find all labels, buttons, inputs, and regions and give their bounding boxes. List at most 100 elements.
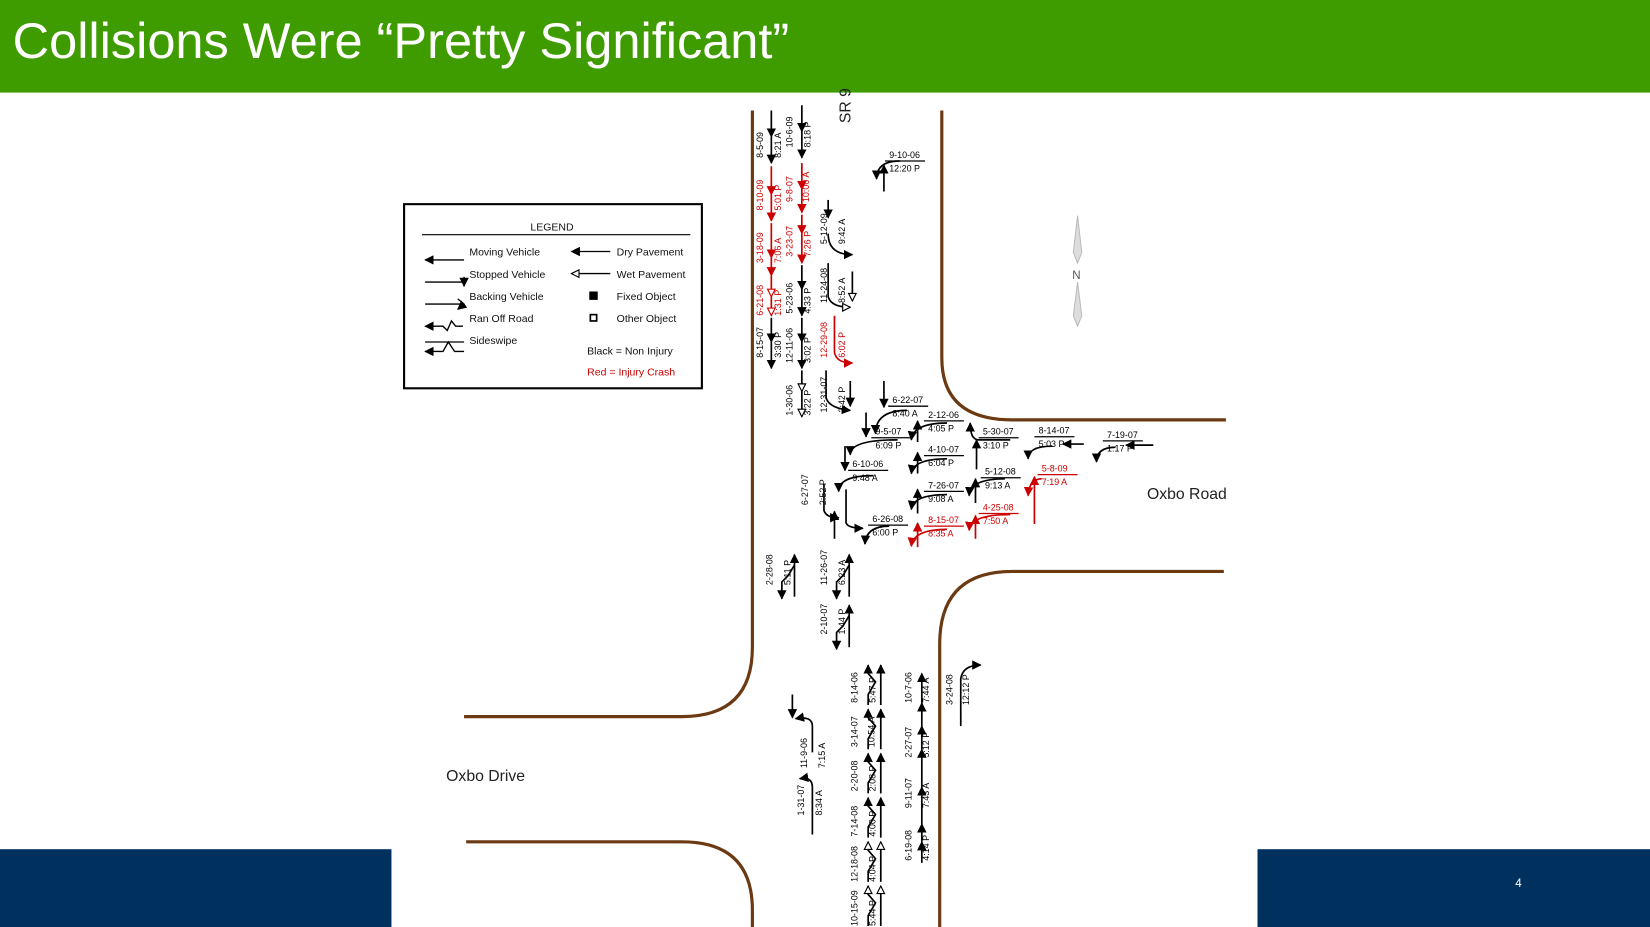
crash-time: 8:34 A	[814, 790, 824, 815]
slide-title: Collisions Were “Pretty Significant”	[12, 13, 790, 70]
roads	[464, 110, 1226, 927]
crash-date: 5-23-06	[784, 283, 794, 314]
crash-time: 6:04 P	[928, 458, 954, 468]
crash-arrow	[965, 422, 1011, 441]
oxbo-road-south-edge	[938, 569, 1224, 927]
crash-time: 7:15 A	[817, 743, 827, 768]
crash-date: 2-27-07	[903, 727, 913, 758]
legend-moving-vehicle: Moving Vehicle	[469, 247, 540, 259]
crash-date: 6-10-06	[852, 459, 883, 469]
crash-time: 2:52 P	[818, 479, 828, 505]
crash-arrow	[959, 660, 982, 727]
crash-date: 6-26-08	[872, 514, 903, 524]
page-number: 4	[1515, 877, 1522, 891]
crash-label: 8-14-075:03 P	[1034, 426, 1075, 449]
crash-arrow	[907, 493, 948, 511]
crash-date: 12-29-08	[819, 322, 829, 358]
crash-date: 2-10-07	[819, 604, 829, 635]
crash-label: 4-25-087:50 A	[978, 502, 1019, 526]
crash-arrow	[860, 525, 890, 545]
sr9-label: SR 9	[837, 88, 854, 123]
crash-time: 7:26 P	[802, 231, 812, 257]
crash-date: 12-31-07	[819, 377, 829, 413]
crash-time: 7:50 A	[983, 516, 1008, 526]
crash-label: 8-15-07 8:35 A	[923, 515, 964, 539]
crash-time: 7:43 A	[921, 783, 931, 808]
crash-time: 8:35 A	[928, 529, 953, 539]
crash-date: 9-5-07	[876, 427, 902, 437]
crash-arrow	[845, 439, 898, 456]
crash-date: 10-15-09	[850, 890, 860, 926]
crash-date: 2-28-08	[764, 554, 774, 585]
crash-time: 5:01 P	[773, 185, 783, 211]
legend-backing-vehicle: Backing Vehicle	[469, 291, 543, 303]
crash-time: 8:21 A	[773, 132, 783, 157]
legend: LEGEND Moving Vehicle Stopped Vehicle Ba…	[403, 203, 703, 390]
crash-arrow	[1023, 445, 1053, 460]
crash-arrow	[863, 664, 877, 706]
crash-time: 7:06 A	[773, 238, 783, 263]
crash-label: 6-10-06 9:48 A	[848, 459, 889, 483]
crash-time: 4:14 P	[921, 835, 931, 861]
crash-time: 1:17 P	[1107, 443, 1133, 453]
crash-date: 3-14-07	[850, 716, 860, 747]
oxbo-drive-label: Oxbo Drive	[446, 768, 525, 785]
crash-time: 5:03 P	[1039, 439, 1065, 449]
crash-label: 3-24-08 12:12 P	[944, 674, 971, 705]
ran-off-road-icon	[424, 319, 464, 332]
crash-time: 9:13 A	[985, 480, 1010, 490]
crash-time: 5:44 P	[868, 900, 878, 926]
crash-arrow	[798, 772, 814, 835]
crash-arrow	[863, 752, 877, 794]
crash-label: 10-15-09 5:44 P	[850, 890, 878, 926]
crash-time: 5:47 P	[868, 677, 878, 703]
crash-date: 8-15-07	[755, 327, 765, 358]
crash-arrow	[845, 489, 864, 533]
crash-arrow	[831, 615, 850, 651]
crash-label: 6-22-078:40 A	[888, 395, 929, 419]
crash-time: 12:20 P	[889, 164, 920, 174]
crash-date: 5-8-09	[1042, 463, 1068, 473]
crash-time: 1:31 P	[773, 290, 783, 316]
crash-label: 2-12-064:05 P	[923, 410, 964, 433]
crash-date: 12-11-06	[784, 328, 794, 363]
crash-arrow	[863, 796, 877, 838]
crash-time: 9:48 A	[852, 473, 877, 483]
crash-date: 4-10-07	[928, 444, 959, 454]
crash-arrow	[868, 886, 877, 927]
crash-date: 11-26-07	[819, 550, 829, 585]
crash-time: 12:12 P	[961, 674, 971, 705]
crash-date: 3-23-07	[784, 226, 794, 257]
north-label: N	[1072, 270, 1080, 282]
crash-label: 6-26-086:00 P	[868, 514, 909, 538]
crash-date: 6-22-07	[892, 395, 923, 405]
legend-ran-off-road: Ran Off Road	[469, 313, 533, 325]
crash-date: 8-15-07	[928, 515, 959, 525]
legend-title: LEGEND	[530, 221, 574, 233]
crash-date: 9-11-07	[903, 778, 913, 808]
crash-arrow	[868, 842, 877, 882]
crash-date: 1-30-06	[784, 385, 794, 416]
crash-time: 7:19 A	[1042, 477, 1067, 487]
crash-arrow	[863, 708, 877, 750]
crash-date: 3-24-08	[944, 674, 954, 705]
crash-time: 4:00 P	[868, 811, 878, 837]
crash-date: 7-26-07	[928, 480, 959, 490]
crash-time: 4:05 P	[928, 423, 954, 433]
crash-arrow	[870, 409, 908, 435]
